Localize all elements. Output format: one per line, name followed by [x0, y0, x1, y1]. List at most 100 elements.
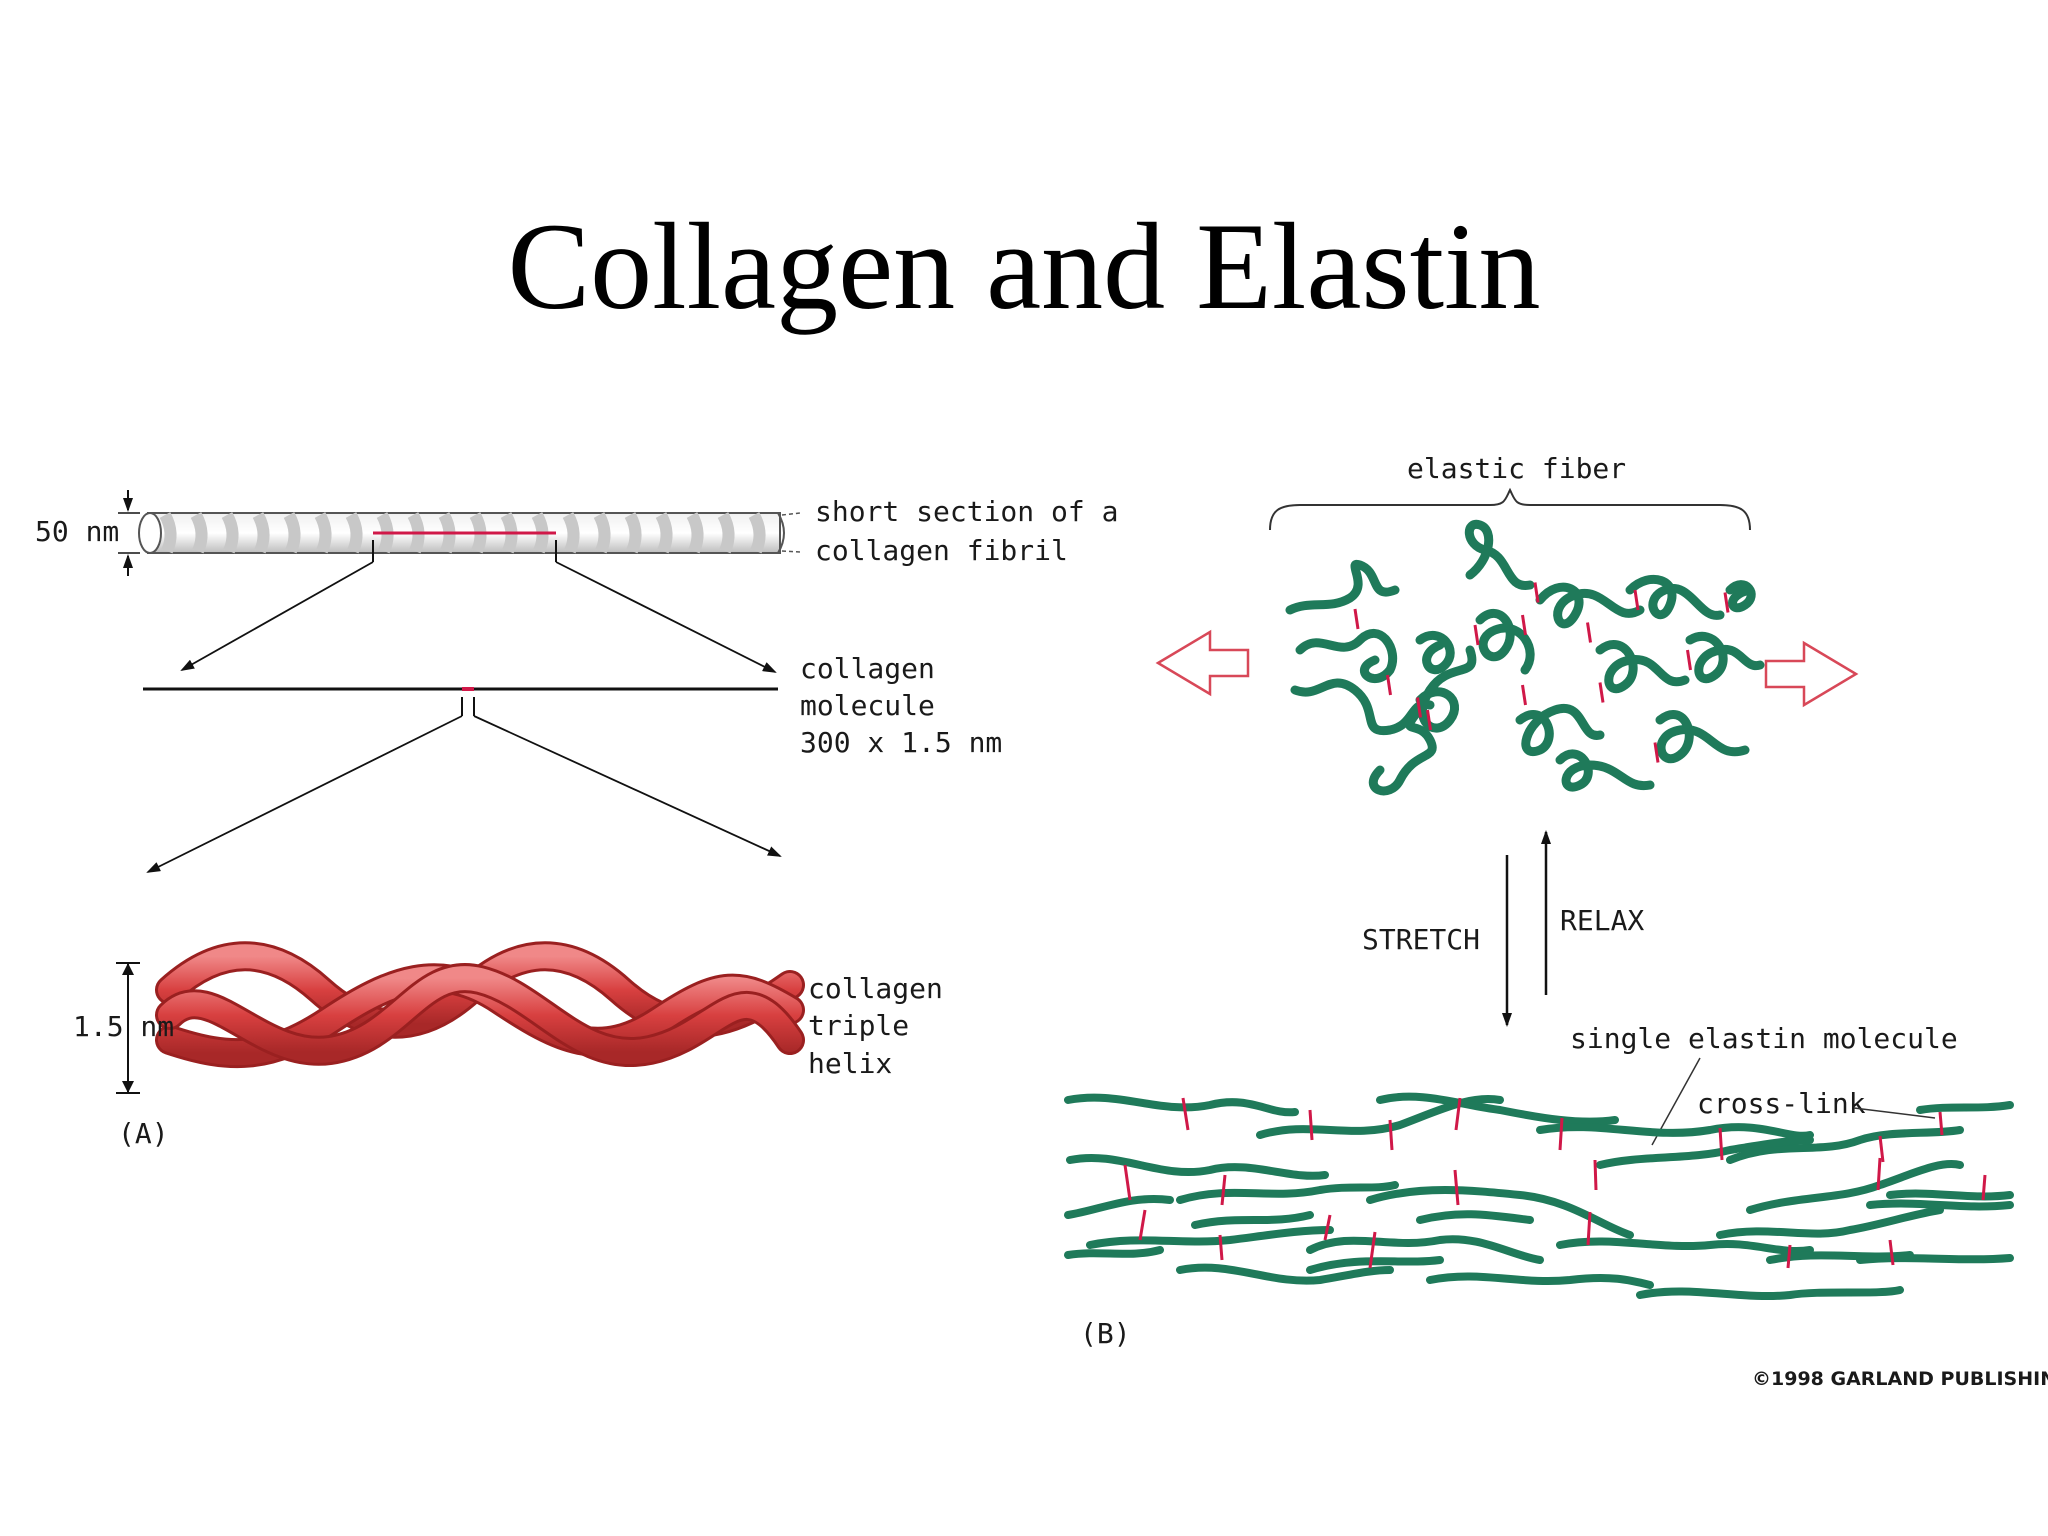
elastin-strand	[1866, 1199, 2014, 1211]
crosslink	[1426, 709, 1432, 731]
crosslink	[1938, 1111, 1944, 1136]
single-molecule-label: single elastin molecule	[1570, 1022, 1958, 1055]
fibril-band	[345, 512, 363, 554]
fibril-band	[624, 512, 642, 554]
elastin-strand	[1306, 1235, 1544, 1264]
crosslink	[1123, 1164, 1132, 1201]
elastin-strand	[1285, 559, 1400, 615]
elastin-strand	[1366, 1186, 1634, 1239]
elastin-strand	[1595, 640, 1690, 694]
crosslink	[1686, 649, 1692, 671]
helix-width-label: 1.5 nm	[73, 1010, 174, 1043]
crosslink	[1586, 1211, 1592, 1246]
elastin-strand	[1415, 645, 1477, 733]
elastin-strand	[1555, 749, 1655, 792]
copyright-text: ©1998 GARLAND PUBLISHING	[1752, 1368, 2048, 1390]
elastin-strand	[1064, 1195, 1174, 1219]
crosslink	[1521, 684, 1527, 706]
elastin-strand	[1726, 1126, 1964, 1164]
fibril-width-label: 50 nm	[35, 515, 119, 548]
crosslink	[1786, 1244, 1792, 1269]
stretch-arrow-left-icon	[1155, 629, 1250, 697]
elastin-strand	[1426, 1272, 1654, 1289]
panel-a-label: (A)	[118, 1117, 169, 1150]
elastin-strand	[1086, 1226, 1334, 1249]
crosslink	[1218, 1234, 1224, 1261]
crosslink	[1981, 1174, 1987, 1201]
fibril-band	[593, 512, 611, 554]
elastin-strand	[1535, 582, 1645, 629]
helix-label-line1: collagen	[808, 972, 943, 1005]
crosslink	[1416, 697, 1422, 718]
panel-b: elastic fiber STRETCH RELAX single elast…	[1064, 452, 2048, 1390]
crosslink	[1454, 1097, 1462, 1131]
elastin-strand	[1886, 1189, 2014, 1201]
fibril-band	[748, 512, 766, 554]
crosslink	[1723, 592, 1730, 613]
fibril-band	[314, 512, 332, 554]
fibril-width-dimension	[118, 490, 140, 576]
elastin-strand	[1716, 1206, 1944, 1239]
crosslink	[1181, 1097, 1190, 1131]
crosslink	[1558, 1117, 1564, 1151]
crosslink-pointer	[1853, 1107, 1936, 1119]
stretched-elastin-network	[1064, 1092, 2014, 1301]
crosslink	[1386, 674, 1392, 696]
expand-arrow-left	[180, 561, 374, 671]
elastin-strand	[1064, 1246, 1164, 1259]
helix-width-dimension	[116, 962, 140, 1094]
elastin-strand	[1416, 1210, 1534, 1224]
crosslink	[1878, 1135, 1885, 1163]
elastin-strand	[1725, 580, 1756, 613]
helix-arrow-right	[473, 715, 782, 857]
stretch-arrow-right-icon	[1764, 640, 1859, 708]
panel-a: 50 nm short section of a collagen fibril…	[35, 490, 1118, 1150]
elastin-strand	[1376, 1092, 1619, 1126]
elastin-strand	[1191, 1211, 1314, 1229]
helix-arrow-left	[146, 715, 463, 873]
crosslink	[1323, 1214, 1332, 1241]
elastin-strand	[1295, 629, 1398, 684]
elastin-strand	[1464, 519, 1535, 590]
elastin-strand	[1066, 1153, 1329, 1180]
slide-title: Collagen and Elastin	[507, 198, 1541, 335]
elastin-strand	[1176, 1181, 1399, 1204]
stretch-label: STRETCH	[1362, 923, 1480, 956]
helix-label-line3: helix	[808, 1047, 892, 1080]
elastin-strand	[1856, 1254, 2014, 1264]
crosslink	[1453, 1169, 1460, 1206]
crosslink	[1598, 682, 1605, 703]
crosslink	[1308, 1109, 1314, 1141]
elastin-strand	[1475, 609, 1535, 675]
crosslink	[1521, 614, 1527, 636]
fibril-band	[159, 512, 177, 554]
crosslink	[1718, 1127, 1724, 1161]
fibril-label-line1: short section of a	[815, 495, 1118, 528]
elastic-fiber-label: elastic fiber	[1407, 452, 1626, 485]
elastin-strand	[1596, 1136, 1814, 1169]
crosslink	[1593, 1159, 1598, 1191]
crosslink	[1388, 1119, 1394, 1151]
collagen-fibril	[138, 512, 785, 554]
elastin-strand	[1415, 630, 1455, 675]
fibril-band	[686, 512, 704, 554]
elastic-fiber-brace	[1269, 487, 1751, 531]
helix-label-line2: triple	[808, 1009, 909, 1042]
elastin-strand	[1655, 710, 1750, 764]
elastin-strand	[1916, 1101, 2014, 1114]
expand-arrow-right	[555, 561, 777, 673]
elastin-strand	[1625, 574, 1725, 620]
elastin-strand	[1515, 703, 1605, 756]
fibril-banding	[159, 512, 766, 554]
crosslink	[1533, 582, 1540, 603]
molecule-label-line2: molecule	[800, 689, 935, 722]
crosslink	[1368, 1231, 1377, 1269]
fibril-label-line2: collagen fibril	[815, 534, 1068, 567]
fibril-band	[283, 512, 301, 554]
crosslink-label: cross-link	[1697, 1087, 1866, 1120]
molecule-label-line1: collagen	[800, 652, 935, 685]
molecule-label-line3: 300 x 1.5 nm	[800, 726, 1002, 759]
elastin-strand	[1636, 1286, 1904, 1301]
panel-b-label: (B)	[1080, 1317, 1131, 1350]
